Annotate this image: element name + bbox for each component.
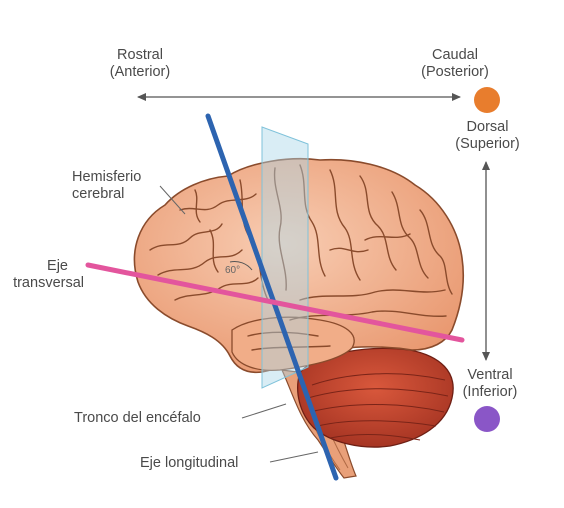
transverse-axis-line bbox=[85, 262, 465, 343]
label-anterior: (Anterior) bbox=[109, 64, 171, 80]
transparent-plane bbox=[261, 126, 309, 389]
label-eje: Eje bbox=[47, 258, 68, 274]
dorsal-marker-dot bbox=[474, 87, 500, 113]
label-cerebral: cerebral bbox=[72, 186, 125, 202]
label-posterior: (Posterior) bbox=[421, 64, 489, 80]
label-hemisferio: Hemisferio bbox=[72, 169, 142, 185]
label-superior: (Superior) bbox=[455, 136, 520, 152]
label-dorsal: Dorsal bbox=[466, 119, 509, 135]
ventral-marker-dot bbox=[474, 406, 500, 432]
label-tronco: Tronco del encéfalo bbox=[74, 410, 201, 426]
angle-arc bbox=[229, 261, 253, 271]
label-ventral: Ventral bbox=[467, 367, 513, 383]
longitudinal-axis-line bbox=[205, 113, 339, 481]
cerebellum-folia bbox=[307, 373, 449, 441]
label-transversal: transversal bbox=[13, 275, 84, 291]
label-angle: 60° bbox=[225, 265, 241, 276]
label-inferior: (Inferior) bbox=[462, 384, 518, 400]
label-rostral: Rostral bbox=[117, 47, 163, 63]
label-caudal: Caudal bbox=[432, 47, 478, 63]
label-eje-longitudinal: Eje longitudinal bbox=[140, 455, 239, 471]
leader-lines bbox=[159, 185, 319, 463]
